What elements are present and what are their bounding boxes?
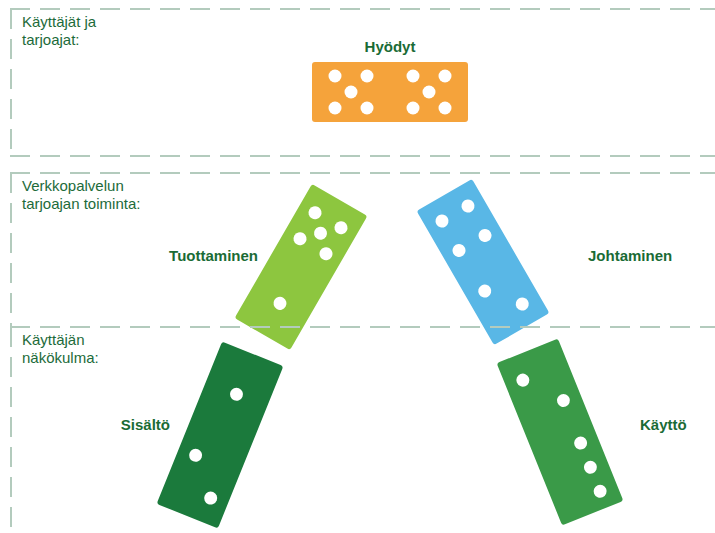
band-label: Käyttäjät ja tarjoajat:	[22, 13, 137, 49]
domino-tile: Hyödyt	[312, 38, 468, 122]
domino-pip	[476, 227, 494, 245]
domino-pip	[555, 392, 572, 409]
domino-pip	[439, 102, 452, 115]
domino-body	[157, 342, 284, 529]
domino-tile: Käyttö	[496, 338, 687, 526]
domino-pip	[439, 70, 452, 83]
domino-pip	[345, 86, 358, 99]
domino-pip	[592, 483, 609, 500]
domino-pip	[202, 490, 219, 507]
domino-pip	[459, 197, 477, 215]
domino-pip	[317, 245, 335, 263]
domino-pip	[361, 70, 374, 83]
band-region: Käyttäjän näkökulma: Sisältö Käyttö	[10, 326, 715, 533]
domino-pip	[407, 102, 420, 115]
dashed-divider	[10, 173, 12, 326]
dashed-divider	[10, 326, 715, 328]
domino-pip	[291, 230, 309, 248]
domino-tile: Johtaminen	[416, 178, 673, 346]
domino-label: Sisältö	[121, 416, 170, 434]
domino-pip	[329, 102, 342, 115]
domino-pip	[329, 70, 342, 83]
domino-shape	[120, 341, 284, 529]
domino-body	[312, 62, 468, 122]
domino-pip	[187, 447, 204, 464]
domino-label: Tuottaminen	[169, 247, 258, 265]
domino-pip	[312, 224, 330, 242]
domino-pip	[271, 294, 289, 312]
domino-tile: Sisältö	[120, 341, 284, 529]
band-region: Verkkopalvelun tarjoajan toiminta: Tuotta…	[10, 172, 715, 326]
domino-pip	[332, 219, 350, 237]
domino-pip	[407, 70, 420, 83]
domino-pip	[476, 282, 494, 300]
domino-pip	[423, 86, 436, 99]
domino-pip	[572, 435, 589, 452]
domino-pip	[306, 204, 324, 222]
dashed-divider	[10, 155, 715, 157]
domino-label: Hyödyt	[365, 38, 416, 56]
domino-pip	[228, 386, 245, 403]
dashed-divider	[10, 172, 715, 174]
domino-body	[235, 184, 368, 350]
band-label: Verkkopalvelun tarjoajan toiminta:	[22, 177, 182, 213]
band-region: Käyttäjät ja tarjoajat: Hyödyt	[10, 8, 715, 157]
domino-tile: Tuottaminen	[169, 183, 368, 351]
domino-shape	[169, 183, 368, 351]
domino-body	[417, 179, 550, 345]
dashed-divider	[10, 9, 12, 157]
domino-pip	[361, 102, 374, 115]
domino-label: Käyttö	[640, 416, 687, 434]
band-label: Käyttäjän näkökulma:	[22, 331, 127, 367]
domino-label: Johtaminen	[588, 247, 672, 265]
domino-pip	[514, 372, 531, 389]
domino-pip	[433, 212, 451, 230]
domino-pip	[582, 459, 599, 476]
dashed-divider	[10, 327, 12, 533]
dashed-divider	[10, 8, 715, 10]
domino-pip	[513, 295, 531, 313]
domino-pip	[450, 242, 468, 260]
domino-body	[497, 339, 624, 526]
